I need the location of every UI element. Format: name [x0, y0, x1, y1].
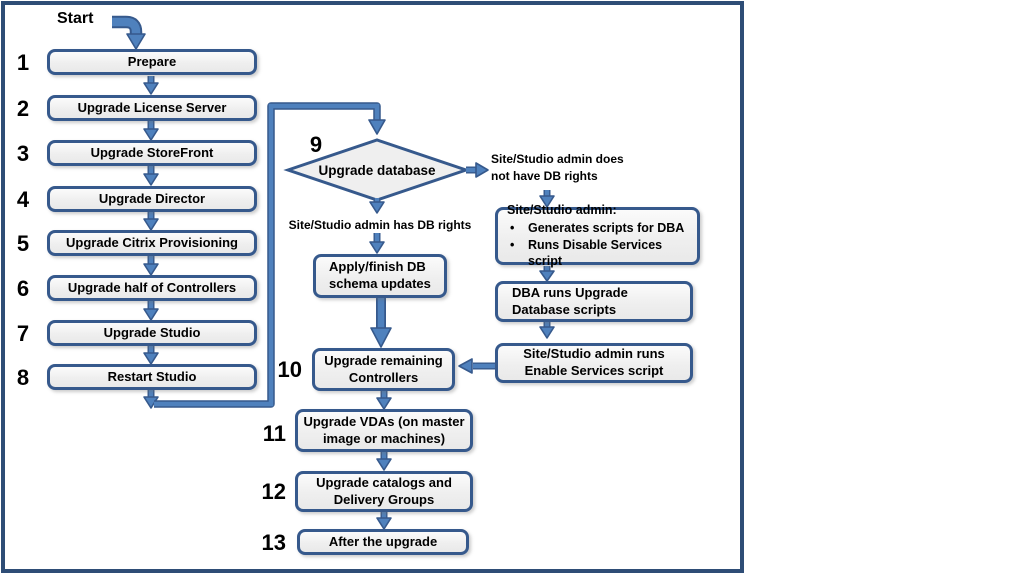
- arrow-step5-step6-icon: [143, 256, 159, 276]
- step-6-label: Upgrade half of Controllers: [67, 279, 237, 295]
- step-12-line1: Upgrade catalogs and: [316, 474, 452, 490]
- step-3-label: Upgrade StoreFront: [90, 144, 214, 160]
- step-10-line1: Upgrade remaining: [324, 352, 443, 368]
- step-10-number: 10: [277, 357, 302, 382]
- step-4-label: Upgrade Director: [98, 190, 206, 206]
- enable-line1: Site/Studio admin runs: [523, 346, 665, 362]
- apply-db-line2: schema updates: [329, 276, 431, 291]
- arrow-step12-step13-icon: [376, 512, 392, 530]
- step-11-line1: Upgrade VDAs (on master: [303, 413, 465, 429]
- admin-scripts-box: Site/Studio admin: • Generates scripts f…: [495, 203, 700, 268]
- admin-scripts-bullet-2: • Runs Disable Services script: [507, 237, 693, 270]
- arrow-dba-to-enable-icon: [539, 322, 555, 339]
- arrow-step6-step7-icon: [143, 301, 159, 321]
- has-db-rights-label: Site/Studio admin has DB rights: [288, 218, 472, 232]
- start-bent-arrow-icon: [112, 15, 146, 50]
- arrow-norights-to-admin-box-icon: [539, 190, 555, 208]
- start-label: Start: [57, 10, 94, 27]
- bullet-icon: •: [510, 237, 515, 252]
- diagram-border: [1, 1, 744, 573]
- admin-scripts-title: Site/Studio admin:: [507, 203, 617, 218]
- arrow-to-apply-db-icon: [369, 233, 385, 254]
- dba-scripts-box: DBA runs Upgrade Database scripts: [495, 281, 693, 322]
- step-3-number: 3: [16, 141, 30, 166]
- decision-diamond-label: Upgrade database: [318, 163, 436, 178]
- step-7-label: Upgrade Studio: [103, 324, 201, 340]
- step-5-number: 5: [16, 231, 30, 256]
- step-5-label: Upgrade Citrix Provisioning: [66, 234, 238, 250]
- step-12-number: 12: [261, 479, 286, 504]
- dba-line2: Database scripts: [512, 301, 617, 317]
- step-2-label: Upgrade License Server: [77, 99, 227, 115]
- arrow-step4-step5-icon: [143, 212, 159, 231]
- arrow-step11-step12-icon: [376, 452, 392, 471]
- arrow-step7-step8-icon: [143, 345, 159, 365]
- step-6-box: Upgrade half of Controllers: [47, 275, 257, 301]
- step-8-box: Restart Studio: [47, 364, 257, 390]
- step-13-label: After the upgrade: [328, 533, 438, 549]
- dba-line1: DBA runs Upgrade: [512, 284, 628, 300]
- step-2-number: 2: [16, 96, 30, 121]
- step-12-line2: Delivery Groups: [333, 491, 435, 507]
- step-8-number: 8: [16, 365, 30, 390]
- admin-scripts-bullet-2-text: Runs Disable Services script: [528, 237, 663, 269]
- step-7-box: Upgrade Studio: [47, 320, 257, 346]
- step-9-number: 9: [309, 132, 323, 157]
- no-db-rights-line1: Site/Studio admin does: [491, 152, 624, 166]
- apply-db-schema-box: Apply/finish DB schema updates: [313, 254, 447, 298]
- step-1-number: 1: [16, 50, 30, 75]
- step-1-label: Prepare: [127, 53, 177, 69]
- arrow-step10-step11-icon: [376, 391, 392, 410]
- step-11-box: Upgrade VDAs (on master image or machine…: [295, 409, 473, 452]
- step-11-line2: image or machines): [322, 430, 446, 446]
- arrow-decision-has-rights-icon: [369, 198, 385, 214]
- arrow-step3-step4-icon: [143, 166, 159, 186]
- admin-scripts-bullet-1: • Generates scripts for DBA: [507, 220, 693, 237]
- enable-line2: Enable Services script: [524, 363, 664, 378]
- step-4-number: 4: [16, 187, 30, 212]
- step-13-number: 13: [261, 530, 286, 555]
- step-11-number: 11: [262, 421, 286, 446]
- step-4-box: Upgrade Director: [47, 186, 257, 212]
- arrow-apply-to-step10-icon: [370, 298, 392, 348]
- step-10-box: Upgrade remaining Controllers: [312, 348, 455, 391]
- apply-db-line1: Apply/finish DB: [329, 259, 426, 275]
- arrow-step2-step3-icon: [143, 121, 159, 141]
- arrow-step1-step2-icon: [143, 76, 159, 95]
- step-7-number: 7: [16, 321, 30, 346]
- step-12-box: Upgrade catalogs and Delivery Groups: [295, 471, 473, 512]
- enable-services-box: Site/Studio admin runs Enable Services s…: [495, 343, 693, 383]
- step-1-box: Prepare: [47, 49, 257, 75]
- no-db-rights-line2: not have DB rights: [491, 169, 598, 183]
- step-3-box: Upgrade StoreFront: [47, 140, 257, 166]
- step-10-line2: Controllers: [348, 369, 419, 385]
- connector-step8-to-decision-icon: [154, 102, 386, 408]
- bullet-icon: •: [510, 221, 515, 236]
- step-6-number: 6: [16, 276, 30, 301]
- arrow-enable-to-step10-icon: [458, 358, 495, 374]
- step-5-box: Upgrade Citrix Provisioning: [47, 230, 257, 256]
- no-db-rights-label: Site/Studio admin does not have DB right…: [491, 151, 624, 185]
- arrow-decision-no-rights-icon: [466, 162, 489, 178]
- step-13-box: After the upgrade: [297, 529, 469, 555]
- arrow-admin-to-dba-icon: [539, 266, 555, 282]
- step-2-box: Upgrade License Server: [47, 95, 257, 121]
- step-8-label: Restart Studio: [107, 368, 197, 384]
- admin-scripts-bullet-1-text: Generates scripts for DBA: [528, 221, 685, 236]
